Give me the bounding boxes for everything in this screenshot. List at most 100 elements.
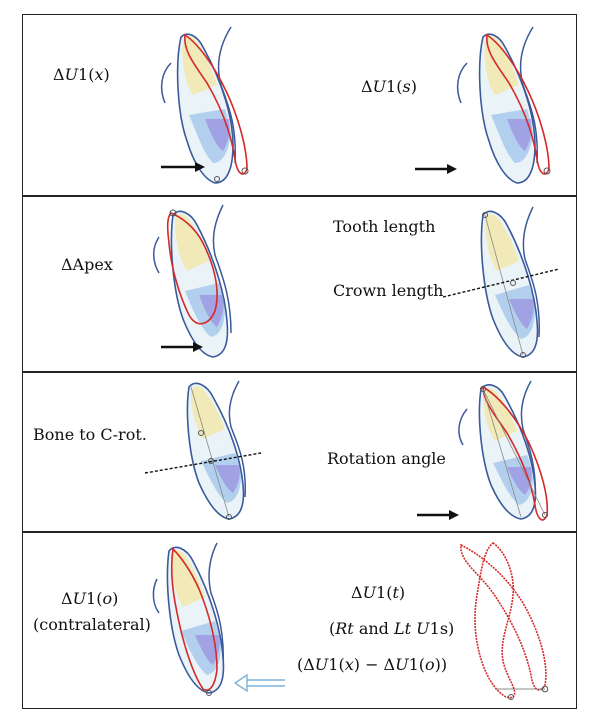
crown-point	[214, 176, 220, 182]
bone-outline	[212, 204, 232, 334]
label-var: U	[395, 655, 409, 674]
arrow-head	[193, 342, 203, 352]
bone-outline-left	[153, 236, 160, 274]
bone-outline	[522, 206, 541, 338]
label-mid: 1(	[386, 77, 403, 96]
label-delta-u1s: ΔU1(s)	[361, 77, 417, 96]
bone-outline	[208, 542, 225, 670]
tooth-outline-moved	[486, 33, 550, 175]
panel-contralateral-total: ΔU1(o) (contralateral) ΔU1(t) (Rt and Lt…	[22, 532, 577, 709]
label-lt: Lt	[394, 619, 412, 638]
tooth-figure-total	[460, 542, 549, 700]
label-var: U	[64, 65, 79, 84]
arrow-head	[447, 164, 457, 174]
rotation-center-point	[198, 430, 204, 436]
label-delta-u1t: ΔU1(t)	[351, 583, 405, 602]
incisal-point	[508, 694, 514, 700]
label-open: (Δ	[297, 655, 315, 674]
root-tint	[171, 550, 205, 607]
label-contralateral: (contralateral)	[33, 615, 151, 634]
label-arg-o: o	[425, 655, 435, 674]
crown-point	[510, 280, 516, 286]
tooth-figure-shifted-2	[415, 26, 551, 184]
label-delta-symbol: Δ	[53, 65, 65, 84]
label-mid: 1(	[408, 655, 426, 674]
label-arg-x: x	[344, 655, 354, 674]
label-crown-length: Crown length	[333, 281, 444, 300]
incisal-point	[520, 352, 526, 358]
bone-outline-left	[152, 578, 160, 614]
label-post: )	[410, 77, 417, 96]
mesh-region	[495, 285, 535, 339]
incisal-point	[542, 512, 548, 518]
label-var: U	[416, 619, 430, 638]
tooth-length-line	[484, 214, 524, 356]
tooth-outline-moved	[184, 33, 248, 175]
label-arg: o	[102, 589, 113, 608]
incisal-point	[226, 514, 232, 520]
mesh-region	[189, 109, 231, 163]
tooth-figure-lengths	[442, 206, 560, 358]
apex-point	[206, 690, 212, 696]
mesh-region	[493, 455, 533, 505]
hollow-arrow-head	[233, 673, 248, 693]
apex-point	[541, 685, 549, 693]
mesh-region	[181, 621, 221, 675]
mesh-region-purple	[215, 465, 240, 493]
label-var: U	[362, 583, 377, 602]
label-mid: 1(	[376, 583, 393, 602]
apex-point	[169, 209, 177, 217]
label-difference-formula: (ΔU1(x) − ΔU1(o))	[297, 655, 447, 674]
label-tooth-length: Tooth length	[333, 217, 436, 236]
axis-line	[190, 386, 230, 518]
mesh-region-purple	[199, 295, 224, 327]
mesh-region-purple	[205, 119, 230, 151]
bone-outline-left	[458, 408, 468, 446]
mesh-region	[185, 283, 225, 337]
panel-bone-rotation: Bone to C-rot. Rotation angle	[22, 372, 577, 532]
arrow-head	[195, 162, 205, 172]
bone-point	[208, 458, 214, 464]
apex-point	[480, 386, 486, 392]
root-tint	[485, 214, 519, 271]
label-arg: s	[402, 77, 411, 96]
label-bone-to-crot: Bone to C-rot.	[33, 425, 147, 444]
label-delta-apex: ΔApex	[61, 255, 113, 274]
label-rt-lt-u1s: (Rt and Lt U1s)	[329, 619, 454, 638]
root-tint	[191, 386, 225, 439]
tooth-outline-red-a	[460, 543, 547, 691]
apex-point	[241, 167, 249, 175]
root-tint	[182, 36, 217, 95]
bone-outline-left	[456, 62, 468, 104]
label-close: ))	[434, 655, 448, 674]
mesh-region-purple	[195, 635, 220, 665]
tooth-figure-rotation	[417, 380, 549, 521]
label-tail: 1s)	[429, 619, 455, 638]
root-tint	[175, 214, 209, 271]
label-mid: 1(	[328, 655, 345, 674]
label-arg: x	[94, 65, 104, 84]
label-post: )	[112, 589, 119, 608]
tooth-figure-apex	[153, 204, 232, 358]
bone-outline-left	[160, 62, 172, 104]
label-delta-symbol: Δ	[351, 583, 363, 602]
label-delta-symbol: Δ	[361, 77, 373, 96]
mesh-region-purple	[507, 119, 532, 151]
apex-point	[482, 212, 488, 218]
label-mid: 1(	[86, 589, 103, 608]
label-delta-symbol: Δ	[61, 589, 73, 608]
tooth-figure-crot	[144, 380, 262, 520]
label-open: (	[329, 619, 336, 638]
label-delta-u1o: ΔU1(o)	[61, 589, 118, 608]
root-tint	[483, 388, 517, 441]
tooth-figure-contralateral	[152, 542, 285, 696]
axis-line-moved	[482, 388, 546, 516]
tooth-outline-red-b	[474, 542, 516, 699]
label-and: and	[353, 619, 394, 638]
tooth-outline-moved	[170, 547, 218, 691]
mesh-region	[201, 453, 241, 503]
mesh-region-purple	[509, 299, 534, 329]
label-post: )	[103, 65, 110, 84]
tooth-figure-shifted	[160, 26, 249, 184]
tooth-outline-moved	[482, 385, 549, 521]
